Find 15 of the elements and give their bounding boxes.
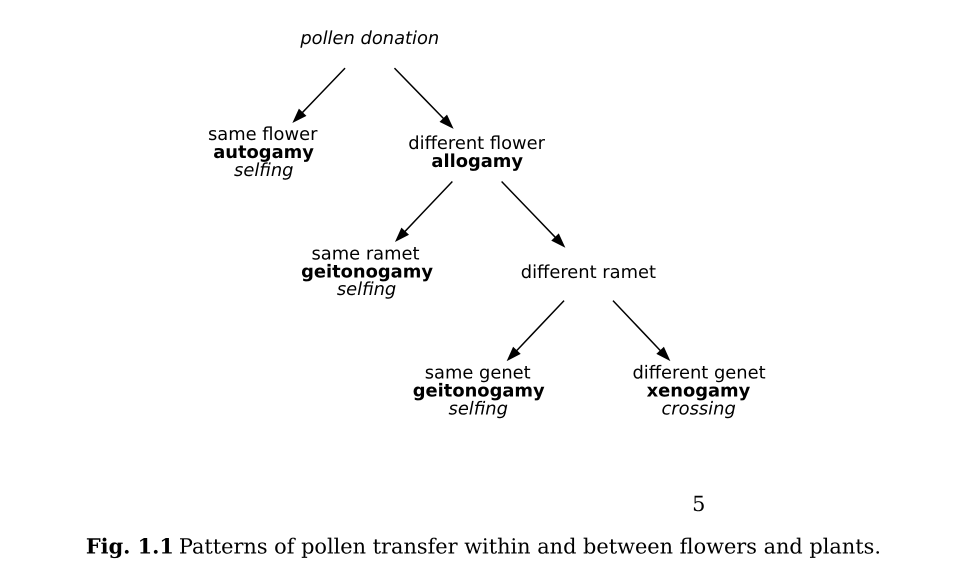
arrow <box>501 180 566 248</box>
label: 5 <box>692 492 706 516</box>
node-text: different genet xenogamy crossing <box>632 362 766 420</box>
node-text: different flower allogamy <box>408 133 545 172</box>
arrow <box>506 300 565 362</box>
node-text: same genet geitonogamy selfing <box>412 362 545 420</box>
caption: Fig. 1.1 Patterns of pollen transfer within and between flowers and plants. <box>86 534 881 559</box>
node-text: different ramet <box>520 262 656 283</box>
node-text: same ramet geitonogamy selfing <box>301 243 433 300</box>
node-text: pollen donation <box>300 28 440 50</box>
arrow <box>292 68 346 124</box>
arrow <box>394 68 454 129</box>
node-text: same flower autogamy selfing <box>208 124 318 181</box>
arrow <box>612 300 670 362</box>
arrow <box>394 180 453 242</box>
